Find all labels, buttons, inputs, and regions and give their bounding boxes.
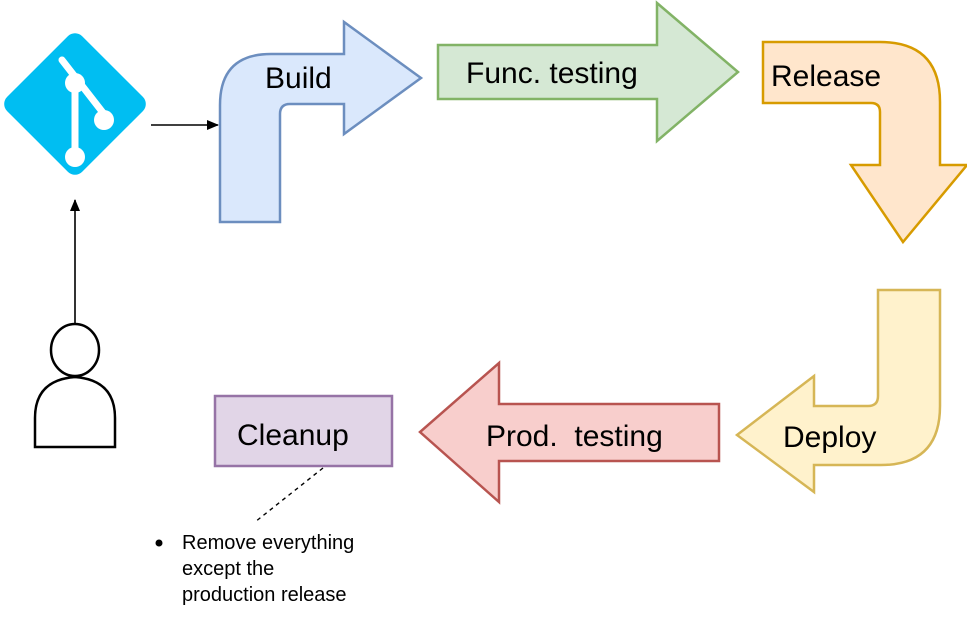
release-label: Release: [771, 60, 881, 93]
func-testing-label: Func. testing: [466, 57, 638, 90]
cleanup-label: Cleanup: [237, 419, 349, 452]
git-icon: [4, 33, 146, 175]
release-step: Release: [761, 40, 967, 245]
func-testing-step: Func. testing: [436, 0, 740, 144]
cleanup-note-connector: [254, 467, 324, 523]
note-bullet: [155, 539, 163, 547]
build-step: Build: [218, 19, 424, 224]
cleanup-step: Cleanup: [213, 394, 394, 468]
deploy-label: Deploy: [783, 421, 876, 454]
deploy-step: Deploy: [734, 288, 942, 495]
user-icon: [33, 322, 117, 449]
prod-testing-label: Prod. testing: [486, 420, 663, 453]
note-line-3: production release: [182, 584, 347, 606]
prod-testing-step: Prod. testing: [418, 360, 721, 505]
note-line-1: Remove everything: [182, 532, 354, 554]
cleanup-note: Remove everything except the production …: [155, 532, 354, 606]
note-line-2: except the: [182, 558, 274, 580]
build-label: Build: [265, 62, 332, 95]
